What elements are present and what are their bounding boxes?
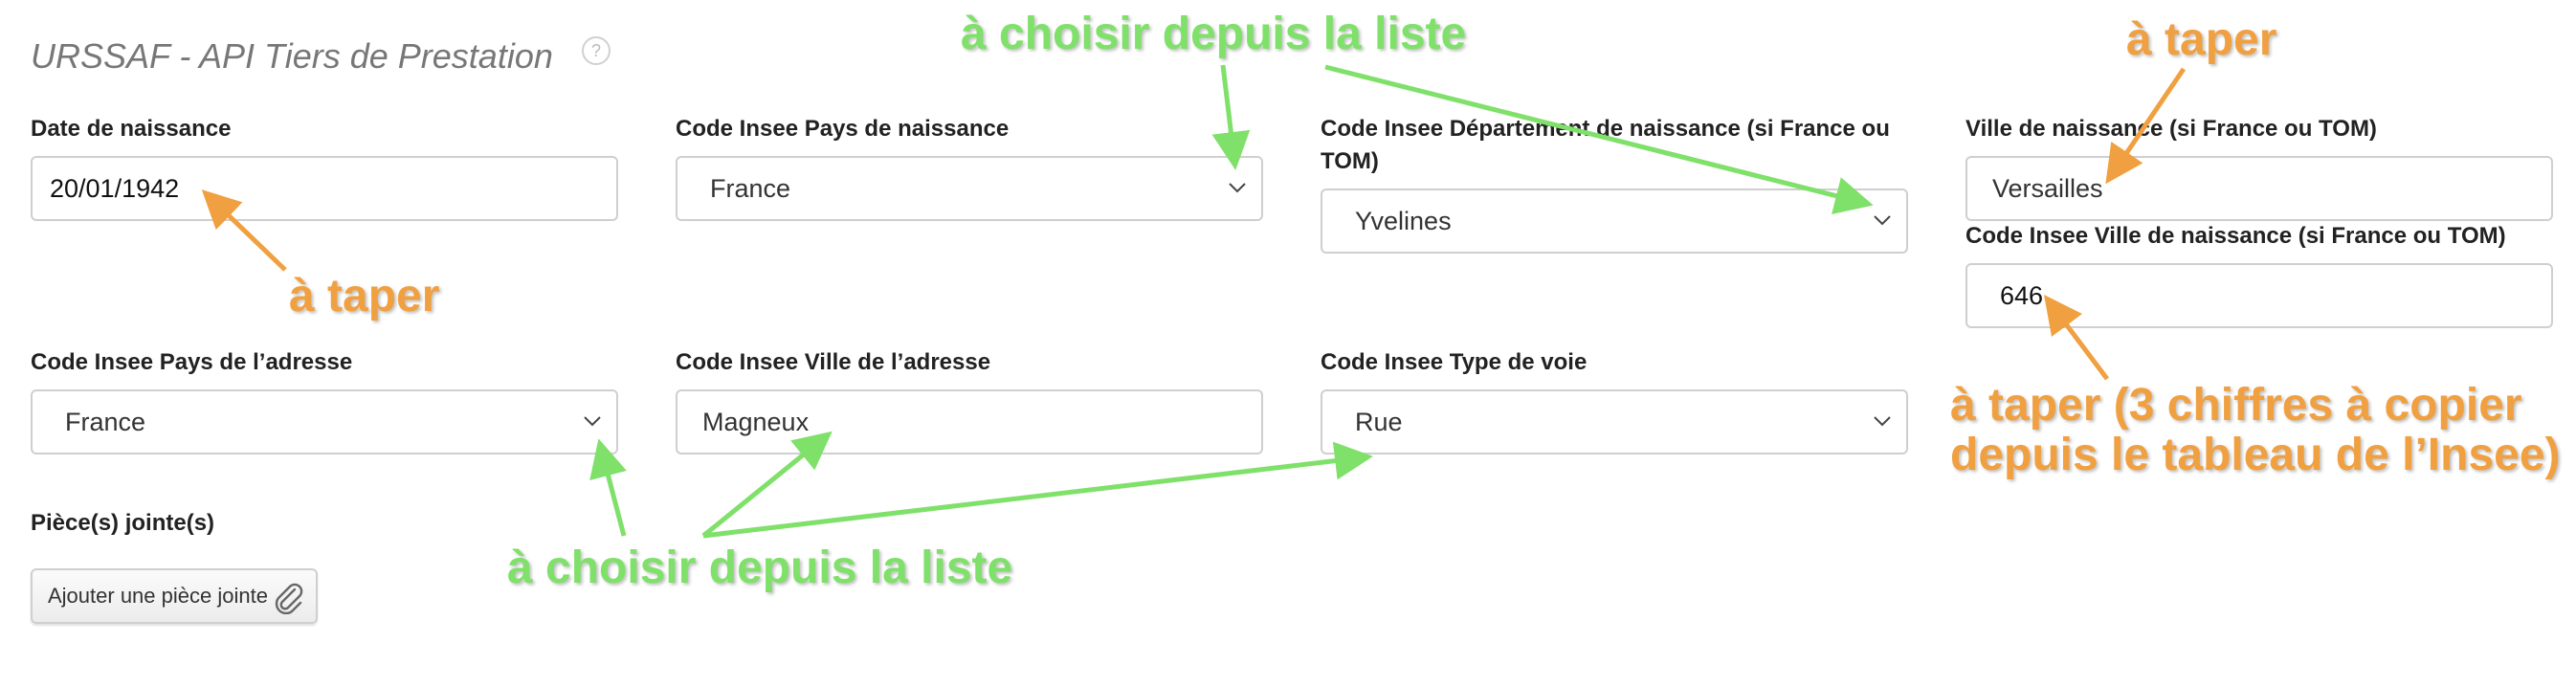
pays-naissance-label: Code Insee Pays de naissance [676,116,1010,142]
code-ville-naissance-value: 646 [2000,280,2044,310]
annotation-type-code-line2: depuis le tableau de l’Insee) [1950,430,2561,480]
ville-naissance-label: Ville de naissance (si France ou TOM) [1965,116,2377,142]
date-naissance-label: Date de naissance [31,116,232,142]
departement-naissance-label-line1: Code Insee Département de naissance (si … [1321,116,1890,142]
code-ville-naissance-input[interactable]: 646 [1965,263,2553,328]
date-naissance-value: 20/01/1942 [50,173,180,203]
arrow-to-type-voie [702,441,1373,539]
ville-adresse-value: Magneux [702,407,810,436]
annotation-choose-bottom: à choisir depuis la liste [507,543,1013,593]
date-naissance-input[interactable]: 20/01/1942 [31,156,618,221]
annotation-type-ville: à taper [2126,14,2277,65]
pays-adresse-select[interactable]: France [31,389,618,454]
ville-naissance-value: Versailles [1992,173,2103,203]
annotation-choose-top: à choisir depuis la liste [961,9,1467,59]
ville-adresse-label: Code Insee Ville de l’adresse [676,349,991,375]
annotation-type-date: à taper [289,271,440,321]
pays-adresse-label: Code Insee Pays de l’adresse [31,349,353,375]
code-ville-naissance-label: Code Insee Ville de naissance (si France… [1965,223,2506,249]
departement-naissance-label-line2: TOM) [1321,148,1379,174]
paperclip-icon [275,583,303,614]
departement-naissance-label: Code Insee Département de naissance (si … [1321,113,1890,178]
annotation-type-code: à taper (3 chiffres à copier depuis le t… [1950,381,2561,480]
help-icon[interactable]: ? [582,36,611,65]
annotation-type-code-line1: à taper (3 chiffres à copier [1950,380,2522,431]
departement-naissance-value: Yvelines [1355,206,1452,235]
ville-naissance-input[interactable]: Versailles [1965,156,2553,221]
add-attachment-button[interactable]: Ajouter une pièce jointe [31,568,318,624]
pays-naissance-select[interactable]: France [676,156,1263,221]
pays-adresse-value: France [65,407,146,436]
type-voie-select[interactable]: Rue [1321,389,1908,454]
ville-adresse-input[interactable]: Magneux [676,389,1263,454]
type-voie-label: Code Insee Type de voie [1321,349,1588,375]
chevron-down-icon [584,416,601,427]
chevron-down-icon [1229,183,1246,193]
type-voie-value: Rue [1355,407,1403,436]
arrow-to-pays-adresse [589,438,627,537]
pays-naissance-value: France [710,173,791,203]
attachments-label: Pièce(s) jointe(s) [31,510,215,536]
chevron-down-icon [1874,416,1891,427]
departement-naissance-select[interactable]: Yvelines [1321,188,1908,254]
chevron-down-icon [1874,215,1891,226]
arrow-to-pays-naissance [1211,64,1251,170]
add-attachment-label: Ajouter une pièce jointe [48,584,268,608]
page-title: URSSAF - API Tiers de Prestation [31,36,553,76]
